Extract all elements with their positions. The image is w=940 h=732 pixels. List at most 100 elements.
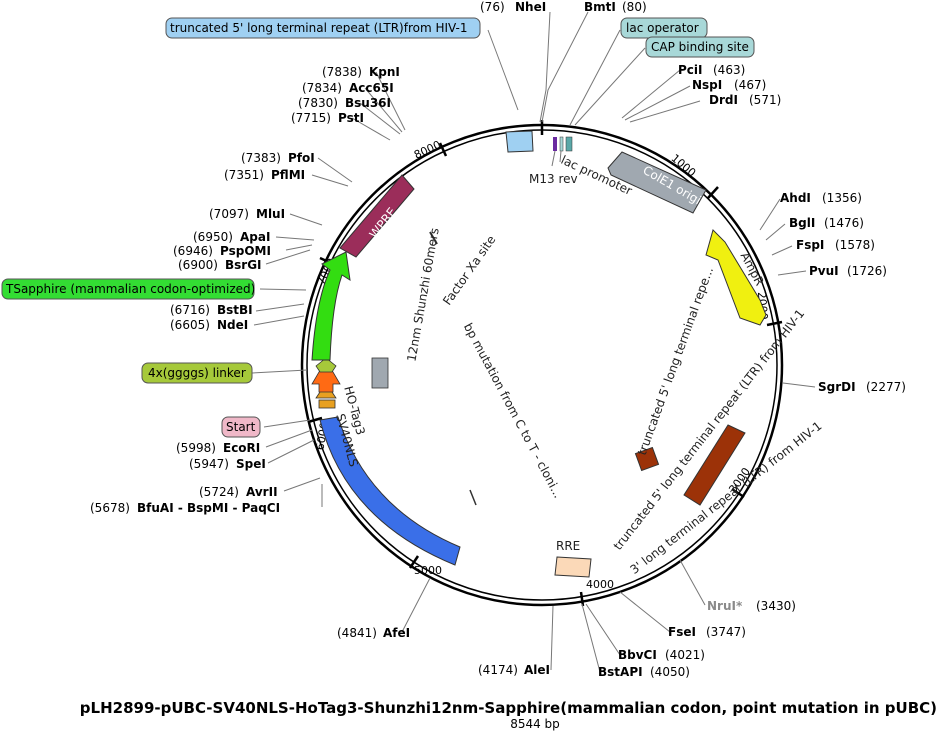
enzyme-acc65i: (7834) Acc65I	[302, 81, 394, 95]
svg-text:AfeI: AfeI	[383, 626, 410, 640]
svg-text:(5947): (5947)	[189, 457, 229, 471]
leader-lines	[251, 11, 816, 673]
boxed-label-linker: 4x(ggggs) linker	[141, 362, 253, 384]
svg-text:(2277): (2277)	[866, 380, 906, 394]
enzyme-bfuai: (5678) BfuAI - BspMI - PaqCI	[90, 501, 280, 515]
svg-text:PflMI: PflMI	[271, 168, 305, 182]
svg-text:(6950): (6950)	[193, 230, 233, 244]
enzyme-psti: (7715) PstI	[291, 111, 364, 125]
enzyme-alei: (4174) AleI	[478, 663, 550, 677]
svg-text:(6605): (6605)	[170, 318, 210, 332]
boxed-label-start: Start	[221, 416, 261, 438]
svg-text:(3747): (3747)	[706, 625, 746, 639]
bp-mut-mark	[469, 489, 477, 506]
enzyme-spei: (5947) SpeI	[189, 457, 266, 471]
svg-text:(463): (463)	[713, 63, 745, 77]
label-m13rev: M13 rev	[529, 172, 578, 186]
enzyme-apai: (6950) ApaI	[193, 230, 270, 244]
label-rre: RRE	[556, 539, 580, 553]
svg-text:NruI*: NruI*	[707, 599, 743, 613]
feature-3ltr	[683, 424, 746, 506]
tick-marks	[307, 120, 783, 607]
feature-lac-operator	[553, 137, 557, 151]
feature-wpre	[339, 174, 415, 258]
enzyme-nhei: (76) NheI	[480, 0, 546, 14]
feature-inner-gray	[371, 357, 389, 389]
svg-text:(80): (80)	[622, 0, 647, 14]
svg-text:PstI: PstI	[338, 111, 364, 125]
boxed-label-lac-operator: lac operator	[620, 17, 708, 39]
enzyme-ndei: (6605) NdeI	[170, 318, 248, 332]
feature-cap-site	[559, 136, 564, 152]
enzyme-pcii: PciI (463)	[678, 63, 745, 77]
enzyme-bstapi: BstAPI (4050)	[598, 665, 690, 679]
svg-text:(4021): (4021)	[665, 648, 705, 662]
svg-text:truncated 5' long terminal rep: truncated 5' long terminal repeat (LTR)f…	[170, 21, 468, 35]
svg-text:(467): (467)	[734, 78, 766, 92]
svg-text:PspOMI: PspOMI	[220, 244, 271, 258]
svg-text:EcoRI: EcoRI	[223, 441, 260, 455]
enzyme-pfoi: (7383) PfoI	[241, 151, 315, 165]
svg-text:Start: Start	[226, 420, 256, 434]
svg-text:Bsu36I: Bsu36I	[345, 96, 391, 110]
svg-text:(6900): (6900)	[178, 258, 218, 272]
svg-text:BstBI: BstBI	[217, 303, 253, 317]
enzyme-afei: (4841) AfeI	[337, 626, 410, 640]
svg-text:AhdI: AhdI	[780, 191, 811, 205]
enzyme-nspi: NspI (467)	[692, 78, 766, 92]
enzyme-ecori: (5998) EcoRI	[176, 441, 260, 455]
enzyme-ahdi: AhdI (1356)	[780, 191, 862, 205]
enzyme-nrui: NruI* (3430)	[707, 599, 796, 613]
svg-text:(1726): (1726)	[847, 264, 887, 278]
svg-text:BstAPI: BstAPI	[598, 665, 643, 679]
svg-text:MluI: MluI	[256, 207, 285, 221]
svg-text:(6946): (6946)	[173, 244, 213, 258]
svg-text:PciI: PciI	[678, 63, 703, 77]
enzyme-psppomi: (6946) PspOMI	[173, 244, 271, 258]
feature-ampr	[705, 229, 767, 326]
svg-text:AleI: AleI	[524, 663, 550, 677]
feature-tsapphire	[311, 251, 351, 361]
svg-text:BmtI: BmtI	[584, 0, 616, 14]
tick-8000: 8000	[412, 138, 443, 162]
svg-text:FseI: FseI	[668, 625, 696, 639]
svg-text:(5998): (5998)	[176, 441, 216, 455]
svg-text:NdeI: NdeI	[217, 318, 248, 332]
plasmid-length: 8544 bp	[510, 717, 560, 731]
svg-text:BsrGI: BsrGI	[225, 258, 262, 272]
svg-text:(5678): (5678)	[90, 501, 130, 515]
svg-text:SpeI: SpeI	[236, 457, 266, 471]
svg-text:(7838): (7838)	[322, 65, 362, 79]
feature-cole1-origin	[607, 151, 707, 214]
enzyme-drdi: DrdI (571)	[709, 93, 781, 107]
svg-text:(76): (76)	[480, 0, 505, 14]
svg-text:lac operator: lac operator	[626, 21, 699, 35]
enzyme-kpni: (7838) KpnI	[322, 65, 400, 79]
svg-text:Acc65I: Acc65I	[349, 81, 394, 95]
boxed-label-tsapphire: TSapphire (mammalian codon-optimized)	[1, 278, 255, 300]
svg-text:DrdI: DrdI	[709, 93, 738, 107]
enzyme-bstbi: (6716) BstBI	[170, 303, 253, 317]
enzyme-fsei: FseI (3747)	[668, 625, 746, 639]
feature-sv40nls	[318, 399, 336, 409]
label-shunzhi: 12nm Shunzhi 60mers	[404, 227, 441, 363]
svg-text:(7097): (7097)	[209, 207, 249, 221]
svg-text:4x(ggggs) linker: 4x(ggggs) linker	[148, 366, 246, 380]
svg-text:PfoI: PfoI	[288, 151, 315, 165]
enzyme-pvui: PvuI (1726)	[809, 264, 887, 278]
feature-truncated-ltr-top	[505, 130, 534, 153]
boxed-label-cap-site: CAP binding site	[645, 36, 755, 58]
plasmid-title: pLH2899-pUBC-SV40NLS-HoTag3-Shunzhi12nm-…	[80, 699, 937, 717]
svg-text:(1476): (1476)	[824, 216, 864, 230]
feature-ltr-small	[634, 446, 660, 472]
svg-text:ApaI: ApaI	[240, 230, 270, 244]
boxed-label-truncated-ltr: truncated 5' long terminal repeat (LTR)f…	[165, 17, 481, 39]
svg-text:(7834): (7834)	[302, 81, 342, 95]
factor-xa-mark	[429, 231, 438, 245]
svg-text:(4174): (4174)	[478, 663, 518, 677]
svg-text:(5724): (5724)	[199, 485, 239, 499]
feature-ubc-promoter	[319, 416, 461, 566]
enzyme-sgrdi: SgrDI (2277)	[818, 380, 906, 394]
svg-text:(7830): (7830)	[298, 96, 338, 110]
svg-text:(7383): (7383)	[241, 151, 281, 165]
